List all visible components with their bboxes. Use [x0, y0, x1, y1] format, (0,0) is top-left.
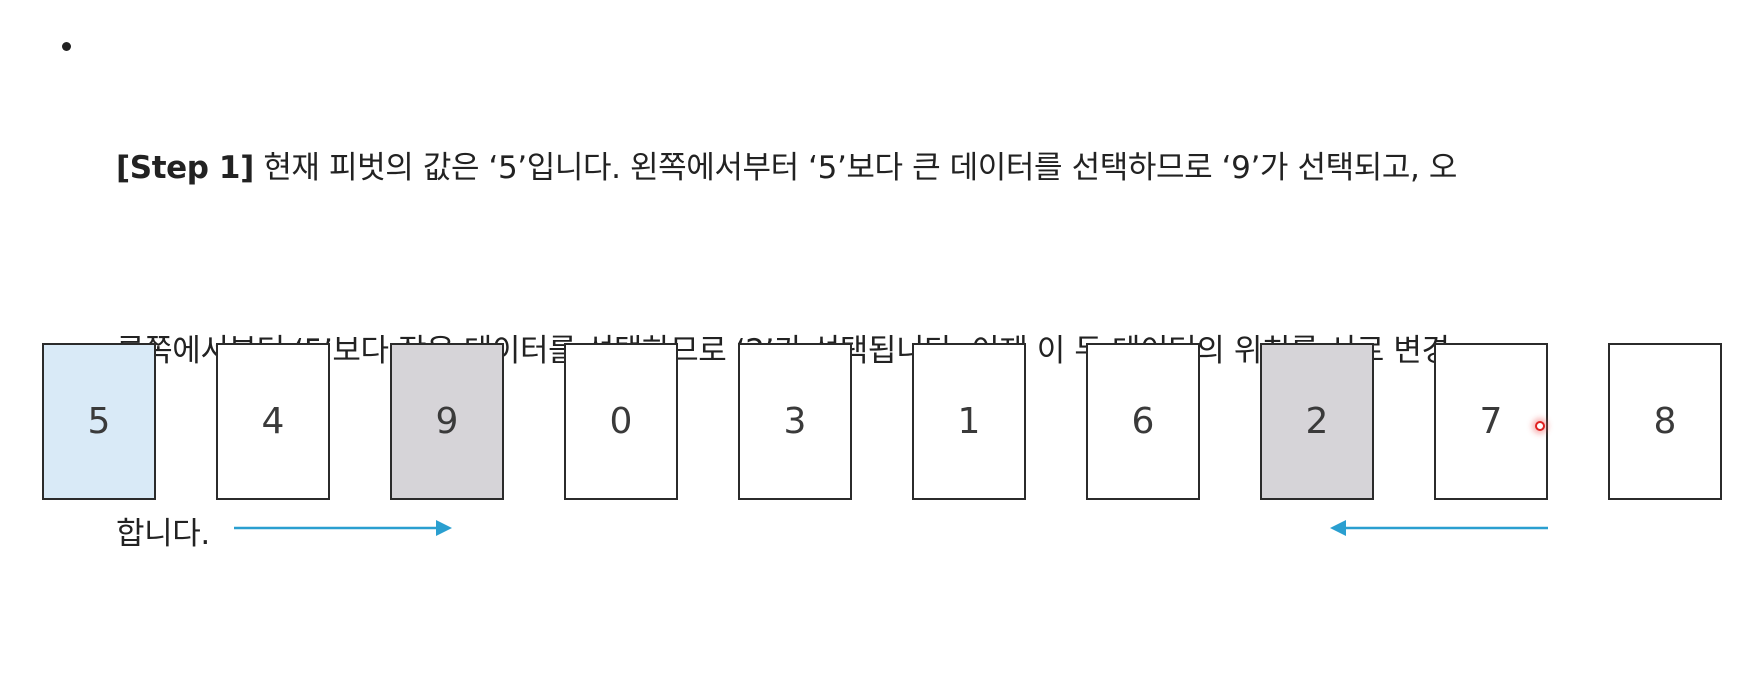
- step-label: [Step 1]: [116, 150, 254, 186]
- array-card-1: 4: [216, 343, 330, 500]
- array-card-5: 1: [912, 343, 1026, 500]
- array-card-4: 3: [738, 343, 852, 500]
- paragraph-line-1: [Step 1] 현재 피벗의 값은 ‘5’입니다. 왼쪽에서부터 ‘5’보다 …: [116, 138, 1716, 199]
- array-card-8: 7: [1434, 343, 1548, 500]
- array-card-7: 2: [1260, 343, 1374, 500]
- array-card-9: 8: [1608, 343, 1722, 500]
- paragraph-line-3: 합니다.: [116, 516, 210, 552]
- paragraph-line-1-text: 현재 피벗의 값은 ‘5’입니다. 왼쪽에서부터 ‘5’보다 큰 데이터를 선택…: [253, 150, 1457, 186]
- cursor-pointer-icon: [1535, 421, 1545, 431]
- array-card-0: 5: [42, 343, 156, 500]
- array-card-2: 9: [390, 343, 504, 500]
- bullet-icon: [62, 42, 71, 51]
- array-card-6: 6: [1086, 343, 1200, 500]
- array-card-3: 0: [564, 343, 678, 500]
- step-paragraph: [Step 1] 현재 피벗의 값은 ‘5’입니다. 왼쪽에서부터 ‘5’보다 …: [116, 16, 1716, 687]
